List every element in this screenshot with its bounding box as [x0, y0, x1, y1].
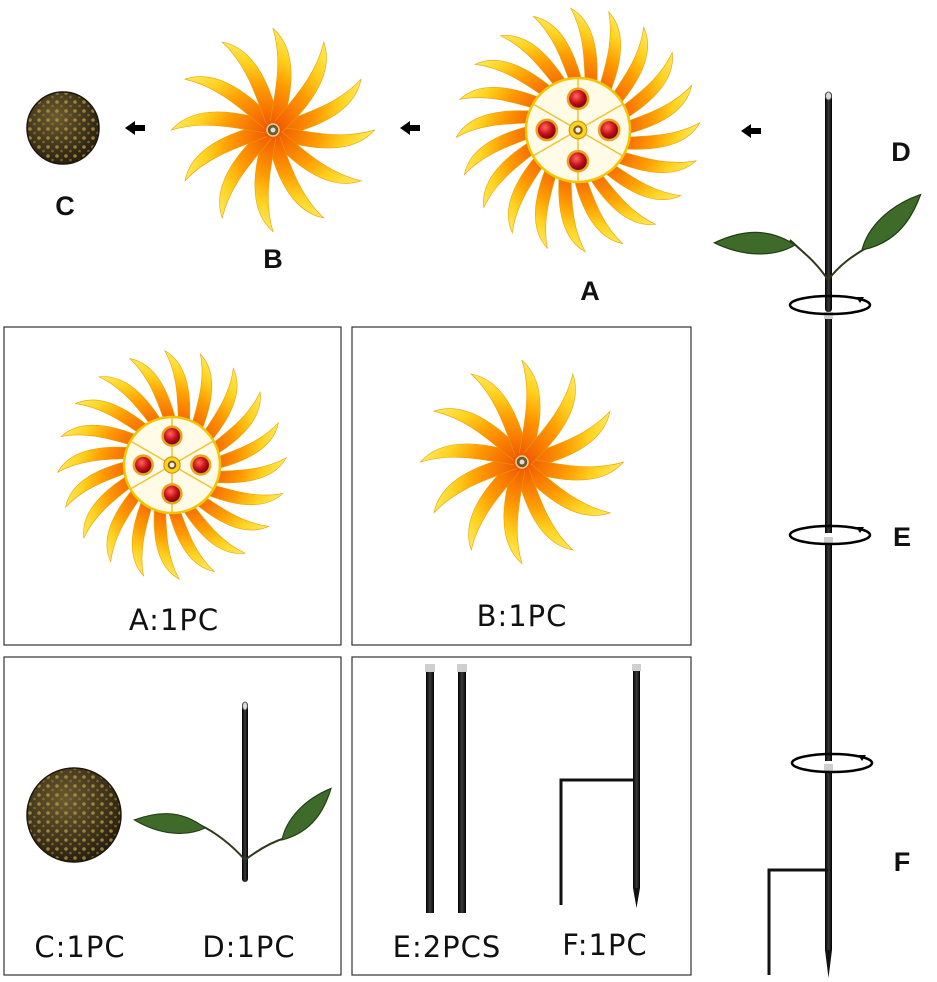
caption-a: A:1PC — [129, 603, 219, 637]
leaf-stake-icon — [133, 701, 344, 882]
caption-c: C:1PC — [34, 930, 125, 964]
label-a: A — [580, 276, 600, 306]
label-d: D — [891, 137, 911, 167]
sunflower-pinwheel-large-icon — [57, 350, 287, 580]
rotate-arrow-icon — [788, 524, 872, 546]
caption-e: E:2PCS — [393, 930, 502, 964]
leaf-stake-leaves — [713, 193, 933, 281]
sunflower-pinwheel-large-icon — [455, 7, 701, 253]
label-e: E — [893, 522, 911, 552]
arrow-left-icon — [741, 124, 761, 138]
assembled-stake — [767, 91, 833, 978]
ground-stake-icon — [559, 664, 641, 908]
bronze-dome-cap-icon — [26, 91, 100, 165]
rotate-arrow-icon — [788, 294, 872, 316]
label-c: C — [55, 191, 75, 221]
label-f: F — [894, 847, 911, 877]
caption-d: D:1PC — [202, 930, 295, 964]
pinwheel-small-icon — [170, 27, 376, 233]
caption-b: B:1PC — [477, 599, 568, 633]
label-b: B — [263, 244, 283, 274]
arrow-left-icon — [125, 121, 145, 135]
extension-pole-icon — [457, 664, 467, 913]
extension-pole-icon — [425, 664, 435, 913]
caption-f: F:1PC — [562, 928, 647, 962]
rotate-arrow-icon — [790, 752, 874, 774]
pinwheel-small-icon — [419, 359, 625, 565]
bronze-dome-cap-icon — [26, 767, 122, 863]
arrow-left-icon — [400, 121, 420, 135]
